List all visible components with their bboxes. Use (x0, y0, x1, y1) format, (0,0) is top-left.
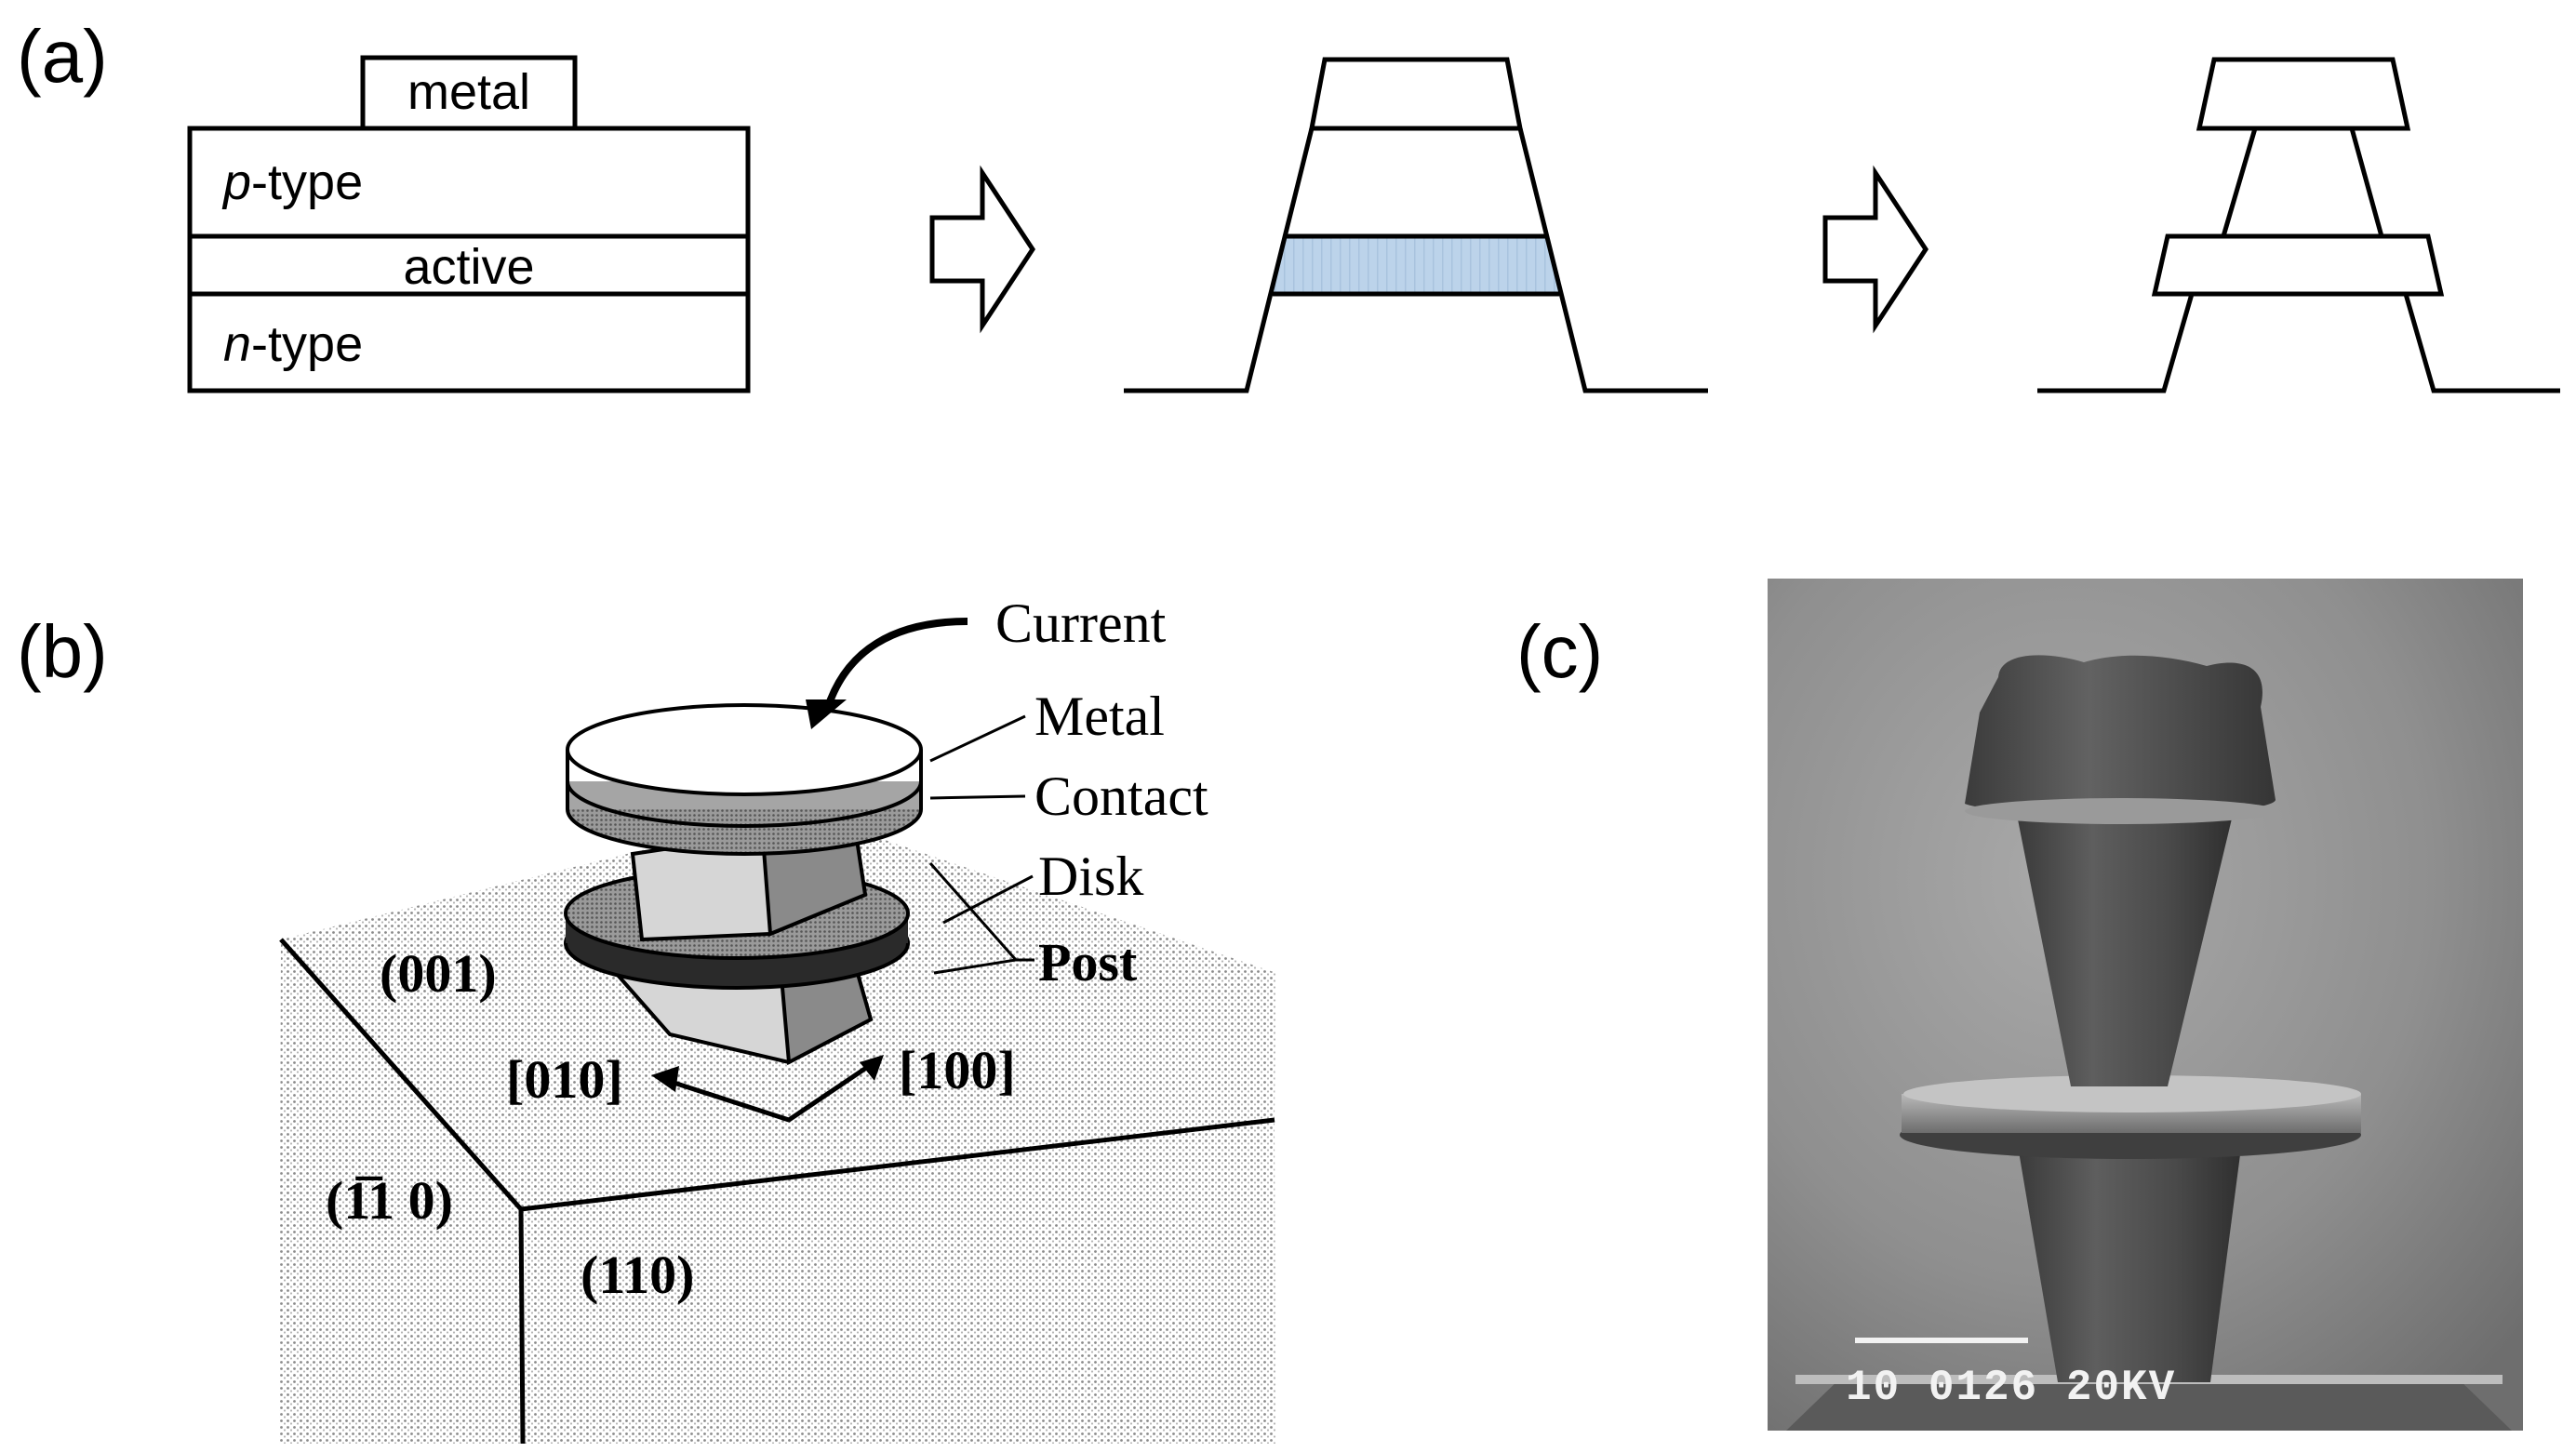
n-type-suffix: -type (251, 316, 363, 372)
side-face-1bar10 (279, 939, 521, 1444)
etched-mesa (1124, 57, 1708, 393)
metal-layer-label: metal (407, 64, 530, 120)
edge-vertical (518, 1208, 526, 1445)
metal-callout: Metal (1034, 686, 1165, 747)
mesa-metal-cap (1308, 57, 1524, 131)
metal-top (566, 703, 923, 796)
dir-100-arrow-icon (860, 1055, 884, 1081)
post-callout: Post (1038, 932, 1138, 992)
mesa-right-sidewall (1517, 127, 1708, 393)
p-type-prefix: p (221, 154, 251, 210)
sem-metal-cap (1965, 655, 2276, 815)
current-label: Current (995, 593, 1167, 654)
undercut-active-disk (2151, 233, 2445, 297)
undercut-upper-left-wall (2221, 127, 2258, 237)
plane-110-label: (110) (581, 1245, 694, 1305)
undercut-upper-right-wall (2349, 127, 2384, 237)
plane-1bar10-label: (1̅1 0) (326, 1170, 453, 1231)
metal-bottom-rim (566, 780, 923, 828)
sem-scale-bar (1855, 1338, 2028, 1343)
disk-callout: Disk (1038, 846, 1143, 907)
sem-base-pedestal (1786, 1377, 2512, 1431)
panel-b-label: (b) (17, 610, 108, 693)
layer-stack: metal p-type active n-type (187, 55, 751, 393)
panel-b: (b) (17, 593, 1276, 1445)
metal-leader (929, 714, 1026, 763)
panel-c-label: (c) (1516, 610, 1603, 693)
plane-001-label: (001) (380, 943, 497, 1004)
p-type-suffix: -type (251, 154, 363, 210)
disk-leader (942, 874, 1034, 925)
dir-010-arrow-icon (651, 1066, 679, 1092)
sem-annotation: 10 0126 20KV (1846, 1364, 2176, 1412)
process-arrow-2-icon (1822, 165, 1929, 334)
contact-leader (929, 794, 1026, 800)
current-arrow-shaft (824, 618, 968, 709)
dir-010-label: [010] (506, 1049, 623, 1110)
process-arrow-1-icon (929, 165, 1035, 334)
sem-upper-cone (2017, 815, 2233, 1086)
current-arrow-icon (806, 699, 847, 729)
undercut-lower-right-wall (2403, 293, 2560, 393)
sem-disk-top (1903, 1075, 2361, 1112)
direction-arrows (661, 1059, 876, 1123)
sem-lower-post (2017, 1140, 2242, 1382)
undercut-lower-left-wall (2037, 293, 2195, 393)
edge-left (279, 938, 523, 1211)
undercut-disk (2037, 57, 2560, 393)
contact-callout: Contact (1034, 766, 1208, 827)
active-layer-label: active (403, 239, 534, 295)
n-type-label: n-type (223, 316, 363, 372)
undercut-metal-cap (2196, 57, 2411, 131)
p-type-label: p-type (221, 154, 363, 210)
substrate-block (279, 811, 1276, 1445)
microdisk-device (564, 703, 923, 1066)
sem-micrograph: 10 0126 20KV (1768, 579, 2523, 1431)
dir-100-label: [100] (899, 1040, 1016, 1100)
panel-a: (a) metal p-type active n-type (17, 15, 2560, 393)
mesa-left-sidewall (1124, 127, 1315, 393)
edge-right (520, 1117, 1275, 1212)
mesa-active-band (1273, 236, 1559, 294)
side-face-110 (521, 1120, 1276, 1444)
panel-c: (c) 10 0126 20KV (1516, 579, 2523, 1431)
n-type-layer (187, 291, 751, 393)
sem-cap-rim (1965, 798, 2277, 824)
n-type-prefix: n (223, 316, 251, 372)
panel-a-label: (a) (17, 15, 108, 98)
